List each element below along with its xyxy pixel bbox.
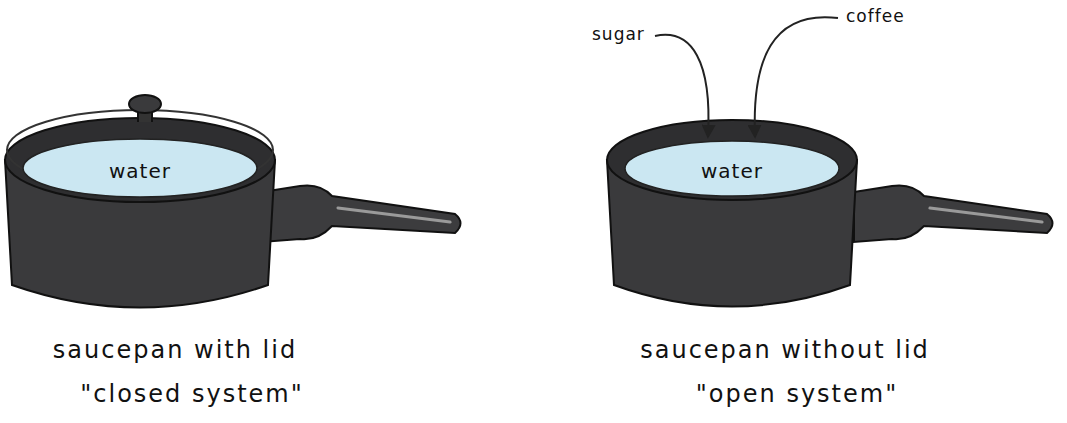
caption-text: "open system" — [696, 380, 898, 408]
closed-saucepan — [5, 95, 461, 308]
ingredient-label: sugar — [592, 24, 645, 44]
handle-highlight — [338, 208, 450, 222]
pour-arrow — [755, 17, 838, 136]
pan-rim — [607, 120, 857, 200]
water-label: water — [109, 153, 171, 183]
water-surface: water — [624, 140, 840, 197]
open-saucepan — [607, 17, 1053, 306]
ingredient-label: coffee — [846, 6, 905, 26]
water-label: water — [701, 153, 763, 183]
handle-highlight — [930, 208, 1042, 222]
water-surface: water — [22, 138, 258, 198]
water-ellipse — [625, 141, 839, 196]
pour-arrow — [655, 35, 709, 136]
pan-handle — [262, 185, 461, 242]
caption-text: saucepan without lid — [640, 336, 930, 364]
caption-text: "closed system" — [80, 380, 304, 408]
caption-text: saucepan with lid — [53, 336, 297, 364]
pan-handle — [854, 185, 1053, 242]
pan-rim — [5, 118, 275, 202]
water-ellipse — [23, 139, 257, 197]
lid-knob — [129, 95, 161, 113]
